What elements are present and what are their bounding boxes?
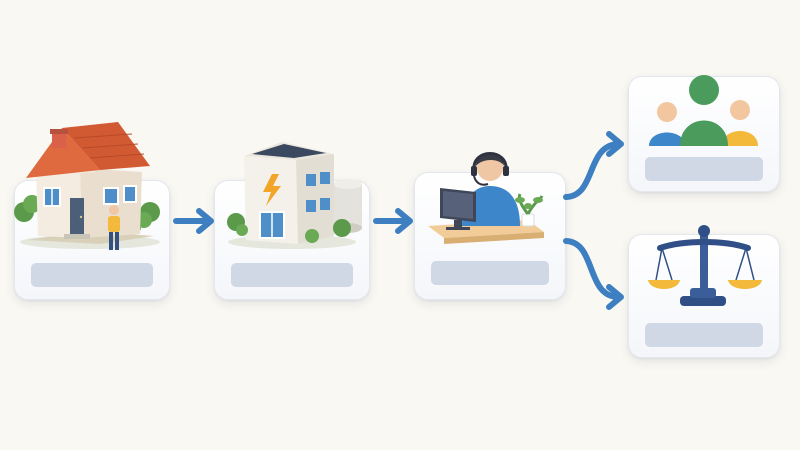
home-label bbox=[31, 263, 153, 287]
community-label bbox=[645, 157, 763, 181]
utility-label bbox=[231, 263, 353, 287]
arrow-home-to-utility bbox=[173, 208, 214, 234]
arrow-agent-to-legal bbox=[563, 238, 624, 310]
agent-label bbox=[431, 261, 549, 285]
legal-label bbox=[645, 323, 763, 347]
arrow-utility-to-agent bbox=[373, 208, 413, 234]
arrow-agent-to-community bbox=[563, 131, 624, 200]
